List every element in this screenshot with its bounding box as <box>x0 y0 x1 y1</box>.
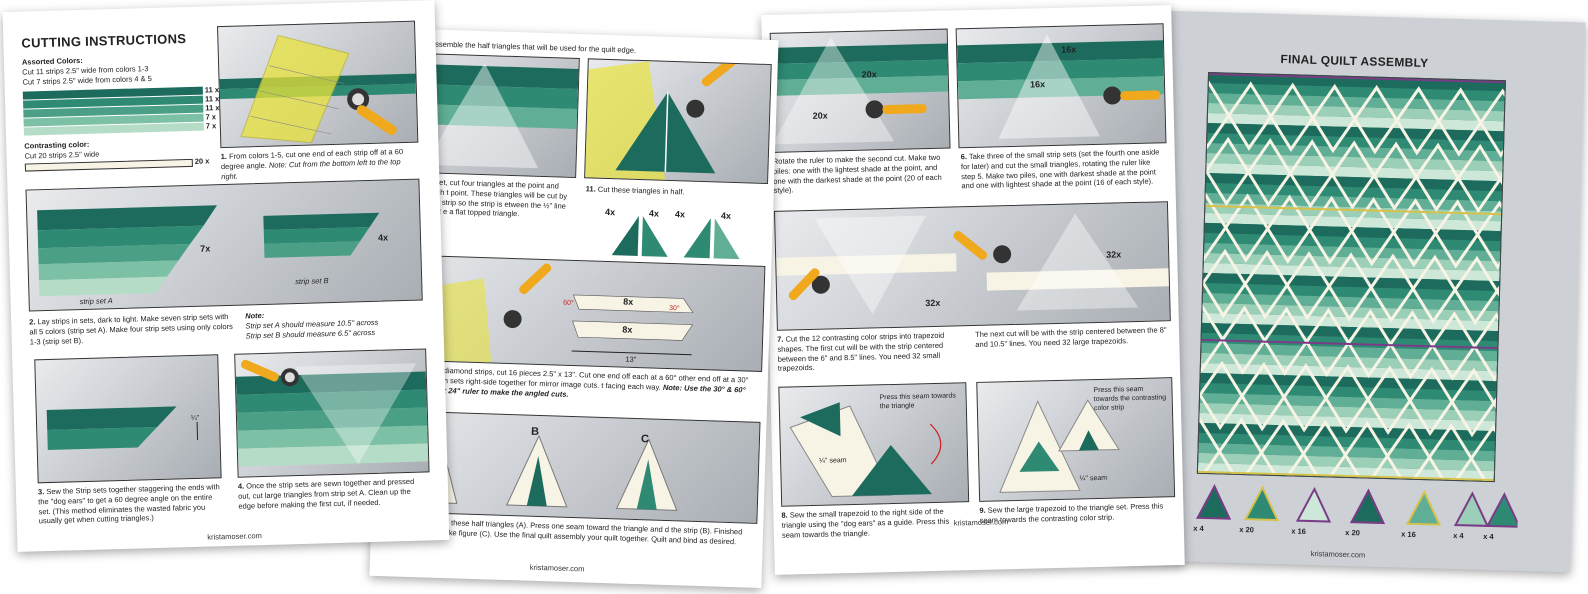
page-cutting-instructions: CUTTING INSTRUCTIONS Assorted Colors: Cu… <box>3 0 450 552</box>
step1-illustration <box>217 21 418 148</box>
small-strip-svg <box>957 24 1166 147</box>
block-count: x 16 <box>1291 526 1306 536</box>
strip-count-list: 11 x 11 x 11 x 7 x 7 x <box>205 85 220 130</box>
block-triangle <box>1352 490 1385 523</box>
step6-text: 6. Take three of the small strip sets (s… <box>961 147 1166 191</box>
triangle-cut-svg <box>235 349 428 476</box>
step1-text: 1. From colors 1-5, cut one end of each … <box>221 147 418 182</box>
count-16x: 16x <box>1061 44 1076 54</box>
step4-illustration <box>234 348 429 477</box>
angle-30: 30° <box>669 304 680 313</box>
block-triangle <box>1487 494 1518 527</box>
press-seam-note: Press this seam towards the contrasting … <box>1093 384 1168 413</box>
seam-label: ¼" seam <box>819 456 847 466</box>
seam-label: ¼" seam <box>1080 474 1108 484</box>
step11-illustration <box>584 58 772 184</box>
step11-text: 11. Cut these triangles in half. <box>586 184 766 199</box>
block-legend-svg <box>1187 482 1518 531</box>
count-4x: 4x <box>721 211 731 221</box>
count-20x: 20x <box>813 110 828 120</box>
count-20x: 20x <box>862 69 877 79</box>
step7b-text: The next cut will be with the strip cent… <box>975 325 1169 349</box>
footer-url[interactable]: kristamoser.com <box>1311 549 1366 560</box>
count-7x: 7x <box>200 243 210 253</box>
step7-text: 7. Cut the 12 contrasting color strips i… <box>777 330 970 374</box>
block-legend: x 4 x 20 x 16 x 20 x 16 x 4 x 4 <box>1187 482 1519 551</box>
footer-url[interactable]: kristamoser.com <box>207 531 262 542</box>
count-4x: 4x <box>378 232 388 242</box>
step5-text: Rotate the ruler to make the second cut.… <box>773 153 952 196</box>
count-8x: 8x <box>622 325 632 335</box>
strip-sets-svg <box>27 180 422 311</box>
strip-set-b-label: strip set B <box>295 276 329 287</box>
strip-count: 7 x <box>206 121 220 130</box>
step9-text: 9. Sew the large trapezoid to the triang… <box>979 501 1173 525</box>
step8-illustration: Press this seam towards the triangle ¼" … <box>778 382 969 507</box>
quarter-inch-label: ¼" <box>191 414 200 423</box>
count-16x: 16x <box>1030 79 1045 89</box>
quilt-diagram <box>1197 72 1506 482</box>
block-count: x 4 <box>1483 532 1494 542</box>
rotate-ruler-svg <box>771 30 950 152</box>
page-trapezoids: 20x 20x 16x 16x Rotate the ruler to make… <box>761 5 1185 575</box>
step6-illustration: 16x 16x <box>956 23 1167 148</box>
step2-text: 2. Lay strips in sets, dark to light. Ma… <box>29 312 235 347</box>
page-title: FINAL QUILT ASSEMBLY <box>1280 52 1428 70</box>
count-4x: 4x <box>649 208 659 218</box>
contrast-count: 20 x <box>195 156 210 166</box>
figure-c-label: C <box>641 433 649 445</box>
footer-url[interactable]: kristamoser.com <box>954 517 1009 527</box>
step2-illustration: 7x 4x strip set A strip set B <box>26 179 423 312</box>
ruler-cut-svg <box>218 22 417 147</box>
block-count: x 20 <box>1239 525 1254 535</box>
page-title: CUTTING INSTRUCTIONS <box>21 31 186 51</box>
count-32x: 32x <box>925 298 940 308</box>
half-cut-svg <box>585 59 771 183</box>
step9-illustration: Press this seam towards the contrasting … <box>976 377 1175 502</box>
strip-set-a-label: strip set A <box>80 296 113 307</box>
strip-count: 7 x <box>205 112 219 121</box>
block-count: x 4 <box>1193 524 1204 534</box>
block-triangle <box>1456 493 1489 526</box>
strip-count: 11 x <box>205 85 219 94</box>
contrast-line: Cut 20 strips 2.5" wide <box>24 149 99 161</box>
block-count: x 16 <box>1401 530 1416 540</box>
step2-note: Note: Strip set A should measure 10.5" a… <box>245 307 422 341</box>
angle-60: 60° <box>563 299 574 308</box>
count-8x: 8x <box>623 297 633 307</box>
strip-count: 11 x <box>205 103 219 112</box>
block-count: x 20 <box>1345 528 1360 538</box>
contrast-strip <box>25 159 193 172</box>
count-32x: 32x <box>1106 249 1121 259</box>
count-4x: 4x <box>605 207 615 217</box>
figure-b-label: B <box>531 426 539 438</box>
block-count: x 4 <box>1453 531 1464 541</box>
page-final-assembly: FINAL QUILT ASSEMBLY x 4 x 20 x 16 x 20 … <box>1114 10 1585 573</box>
step7-illustration: 32x 32x <box>774 201 1171 331</box>
trapezoid-strip-svg <box>775 202 1170 330</box>
step3-text: 3. Sew the Strip sets together staggerin… <box>38 482 225 526</box>
count-4x: 4x <box>675 209 685 219</box>
color-strips <box>23 87 204 136</box>
quilt-grid-svg <box>1198 73 1505 481</box>
block-triangle <box>1408 492 1441 525</box>
dimension-13: 13" <box>625 355 636 365</box>
step5-illustration: 20x 20x <box>770 29 951 153</box>
block-triangle <box>1198 486 1231 519</box>
step3-illustration: ¼" <box>34 354 221 483</box>
block-triangle <box>1298 489 1331 522</box>
step4-text: 4. Once the strip sets are sewn together… <box>238 476 429 511</box>
block-triangle <box>1246 487 1279 520</box>
step8-text: 8. Sew the small trapezoid to the right … <box>781 506 968 540</box>
footer-url[interactable]: kristamoser.com <box>530 563 585 574</box>
strip-count: 11 x <box>205 94 219 103</box>
press-seam-note: Press this seam towards the triangle <box>879 391 959 411</box>
